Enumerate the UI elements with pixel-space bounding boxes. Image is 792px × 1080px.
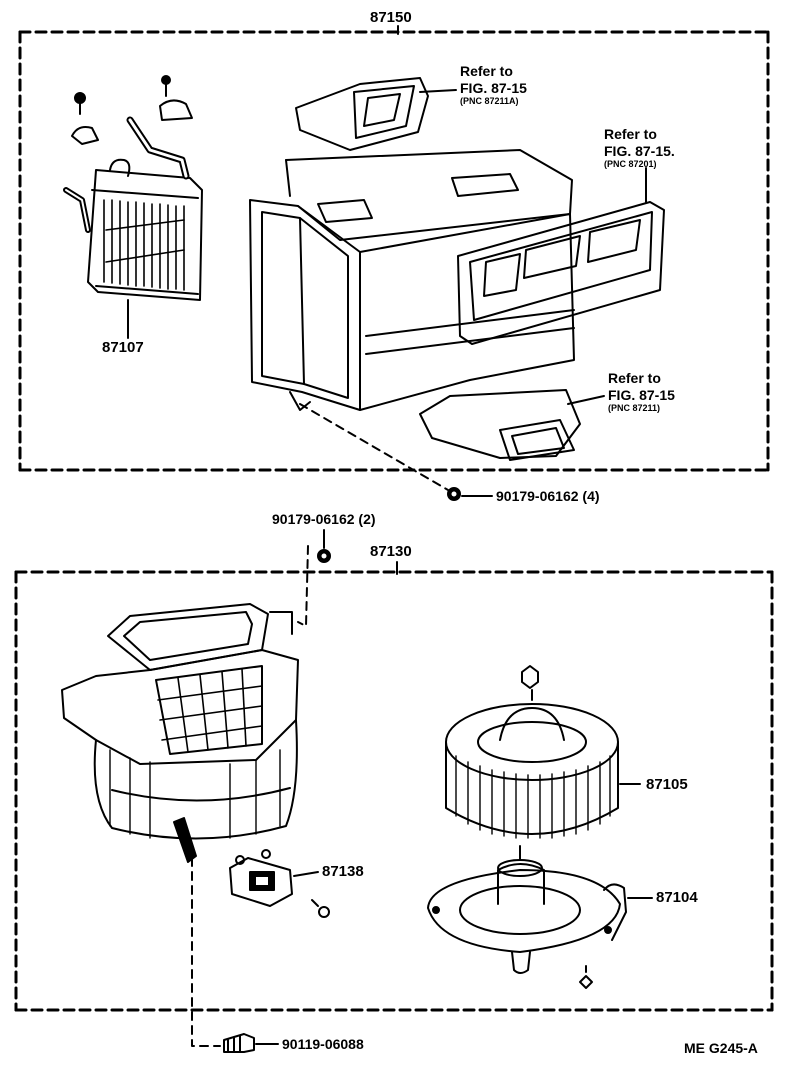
foot-duct [419,389,581,461]
clip-upper [447,487,461,501]
label-screw: 90119-06088 [282,1036,364,1052]
label-87138: 87138 [322,863,364,880]
clip-lower [317,549,331,563]
clip-leader-upper [299,403,449,491]
ref-3-line2: FIG. 87-15 [608,387,675,403]
ref-1-line2: FIG. 87-15 [460,80,527,96]
blower-fan [445,689,619,839]
label-87104: 87104 [656,889,698,906]
label-clip-lower: 90179-06162 (2) [272,511,376,527]
ref-1-pnc: (PNC 87211A) [460,96,519,106]
screw-leader [191,857,221,1047]
clip-lower-dashed [297,545,309,627]
hose-clamp-right [159,75,193,121]
ref-3-pnc: (PNC 87211) [608,403,661,413]
label-87130: 87130 [370,543,412,560]
motor-screw [579,965,593,989]
ref-2-line2: FIG. 87-15. [604,143,675,159]
lower-group-frame [14,570,774,1012]
ref-3-line1: Refer to [608,370,661,386]
resistor-leader [293,871,319,877]
screw-part [223,1033,255,1053]
side-face-duct [457,201,665,345]
ref-leader-3 [567,395,605,405]
label-87150: 87150 [370,9,412,26]
figure-code: ME G245-A [684,1040,758,1056]
ref-leader-1 [419,89,457,93]
fan-nut [521,665,539,689]
ref-1-line1: Refer to [460,63,513,79]
blower-resistor [229,849,293,907]
heater-unit-case [249,149,575,411]
blower-case [61,603,299,863]
blower-motor [427,845,627,974]
label-87105: 87105 [646,776,688,793]
label-87107: 87107 [102,339,144,356]
ref-2-pnc: (PNC 87201) [604,159,657,169]
hose-clamp-left [71,92,99,145]
ref-2-line1: Refer to [604,126,657,142]
resistor-screw [311,899,330,918]
upper-group-frame [18,30,770,472]
label-clip-upper: 90179-06162 (4) [496,488,600,504]
defroster-duct [295,77,429,151]
heater-core [63,116,203,339]
